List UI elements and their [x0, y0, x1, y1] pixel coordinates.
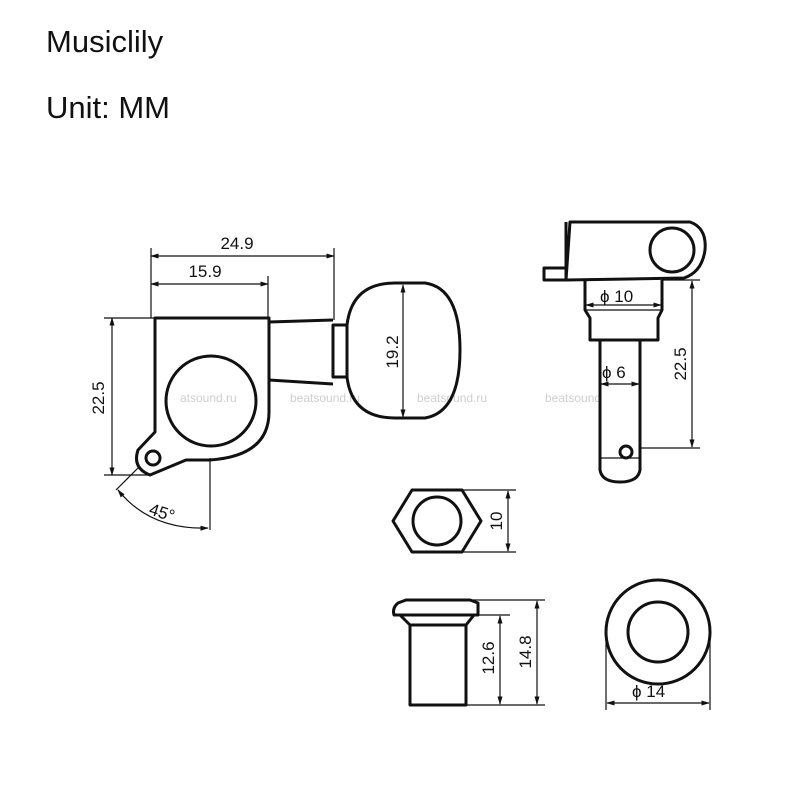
bushing: 12.6 14.8 [392, 598, 545, 707]
dimension-shaft-dia: ϕ 6 [602, 363, 626, 382]
dimension-bushing-inner: 12.6 [479, 641, 498, 674]
dimension-nut-size: 10 [487, 512, 506, 531]
brand-title: Musiclily [46, 24, 164, 59]
dimension-height: 22.5 [89, 381, 108, 414]
watermark-text: atsound.ru [180, 391, 237, 405]
front-button-hole [648, 226, 696, 274]
tuner-button [345, 281, 462, 420]
washer-inner [626, 600, 690, 664]
dimension-width-overall: 24.9 [220, 234, 253, 253]
unit-label: Unit: MM [46, 90, 170, 125]
string-post-hole [164, 354, 258, 448]
dimension-bushing-total: 14.8 [516, 635, 535, 668]
dimension-button-height: 19.2 [383, 335, 402, 368]
front-string-hole [618, 444, 634, 460]
tuner-side-view: 24.9 15.9 22.5 19.2 45° [89, 234, 462, 531]
watermark-text: beatsound.ru [290, 391, 360, 405]
watermark: atsound.ru beatsound.ru beatsound.ru bea… [180, 391, 601, 405]
washer: ϕ 14 [604, 578, 712, 710]
front-housing [542, 220, 707, 282]
front-shaft-upper [583, 280, 664, 342]
bushing-body [408, 623, 468, 707]
button-collar [331, 323, 349, 379]
tuner-front-view: ϕ 10 ϕ 6 22.5 [542, 220, 707, 484]
bushing-flange [392, 598, 480, 617]
front-shaft-lower [598, 340, 642, 484]
dimension-front-height: 22.5 [671, 347, 690, 380]
tuner-shaft [268, 318, 334, 386]
dimension-shaft-top-dia: ϕ 10 [600, 287, 633, 306]
dimension-washer-dia: ϕ 14 [632, 682, 665, 701]
watermark-text: beatsound [545, 391, 601, 405]
mounting-screw-hole [144, 449, 162, 467]
angle-arc [117, 489, 209, 531]
washer-outer [604, 578, 712, 686]
hex-nut: 10 [391, 488, 516, 554]
hex-nut-outline [391, 488, 483, 554]
hex-nut-bore [411, 495, 463, 547]
dimension-width-housing: 15.9 [188, 262, 221, 281]
dimension-angle: 45° [147, 500, 177, 526]
